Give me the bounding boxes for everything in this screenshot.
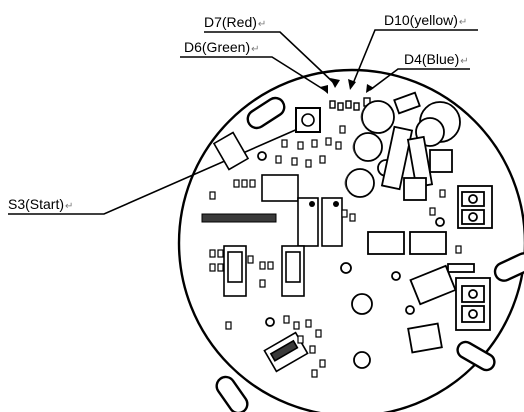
paragraph-mark: ↵ — [257, 19, 267, 30]
ic-dots — [309, 201, 339, 207]
label-d6: D6(Green)↵ — [184, 39, 260, 58]
paragraph-mark: ↵ — [460, 56, 469, 67]
leader-d4 — [369, 68, 470, 91]
s3-start-button — [295, 107, 321, 133]
mounting-slots — [215, 96, 524, 412]
label-d10-text: D10(yellow) — [384, 12, 458, 28]
paragraph-mark: ↵ — [251, 44, 260, 55]
power-components — [380, 91, 453, 201]
label-s3: S3(Start)↵ — [8, 196, 73, 215]
terminal-block-upper — [457, 185, 493, 229]
ics — [212, 131, 343, 297]
led-d7 — [329, 100, 336, 109]
leader-d7 — [204, 31, 336, 85]
label-d7-text: D7(Red) — [204, 14, 257, 30]
leader-arrowheads — [320, 78, 374, 94]
paragraph-mark: ↵ — [65, 201, 74, 212]
leader-d6 — [180, 56, 327, 92]
leader-d10 — [351, 29, 478, 87]
inductors — [367, 231, 457, 354]
smd-pads — [209, 125, 462, 378]
led-d4 — [353, 102, 360, 111]
led-d6 — [337, 102, 344, 111]
capacitors — [345, 100, 461, 198]
through-holes — [257, 151, 445, 369]
pcb-outline — [177, 68, 524, 412]
label-d4-text: D4(Blue) — [404, 51, 460, 67]
label-d6-text: D6(Green) — [184, 39, 251, 55]
led-d10 — [345, 100, 352, 109]
paragraph-mark: ↵ — [458, 17, 468, 28]
label-d7: D7(Red)↵ — [204, 14, 266, 33]
label-s3-text: S3(Start) — [8, 196, 65, 212]
capacitor-shading — [344, 106, 366, 193]
label-d4: D4(Blue)↵ — [404, 51, 469, 70]
terminal-block-lower — [447, 263, 491, 331]
label-d10: D10(yellow)↵ — [384, 12, 467, 31]
pin-header — [201, 213, 277, 223]
